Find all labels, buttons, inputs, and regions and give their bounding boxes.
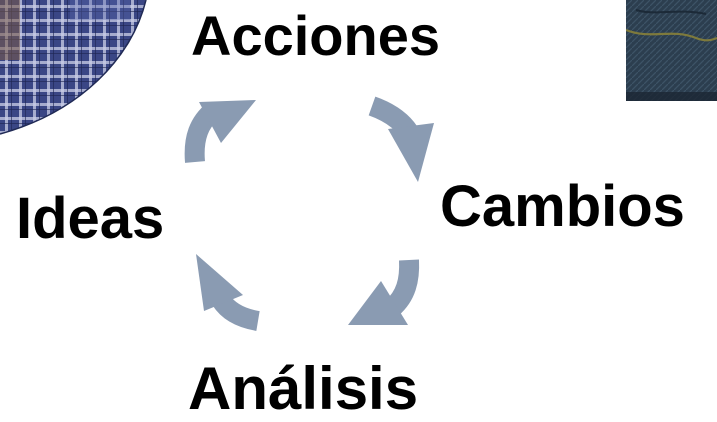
arrow-analisis-to-ideas-icon	[196, 254, 260, 331]
person-photo-left	[0, 0, 147, 135]
denim-photo-right	[626, 0, 717, 101]
arrow-acciones-to-cambios-icon	[368, 96, 434, 182]
step-label-analisis: Análisis	[188, 355, 419, 422]
step-label-acciones: Acciones	[191, 4, 440, 67]
step-label-cambios: Cambios	[440, 174, 685, 239]
arrow-ideas-to-acciones-icon	[184, 100, 256, 163]
step-label-ideas: Ideas	[16, 186, 165, 251]
arrow-cambios-to-analisis-icon	[348, 259, 420, 325]
